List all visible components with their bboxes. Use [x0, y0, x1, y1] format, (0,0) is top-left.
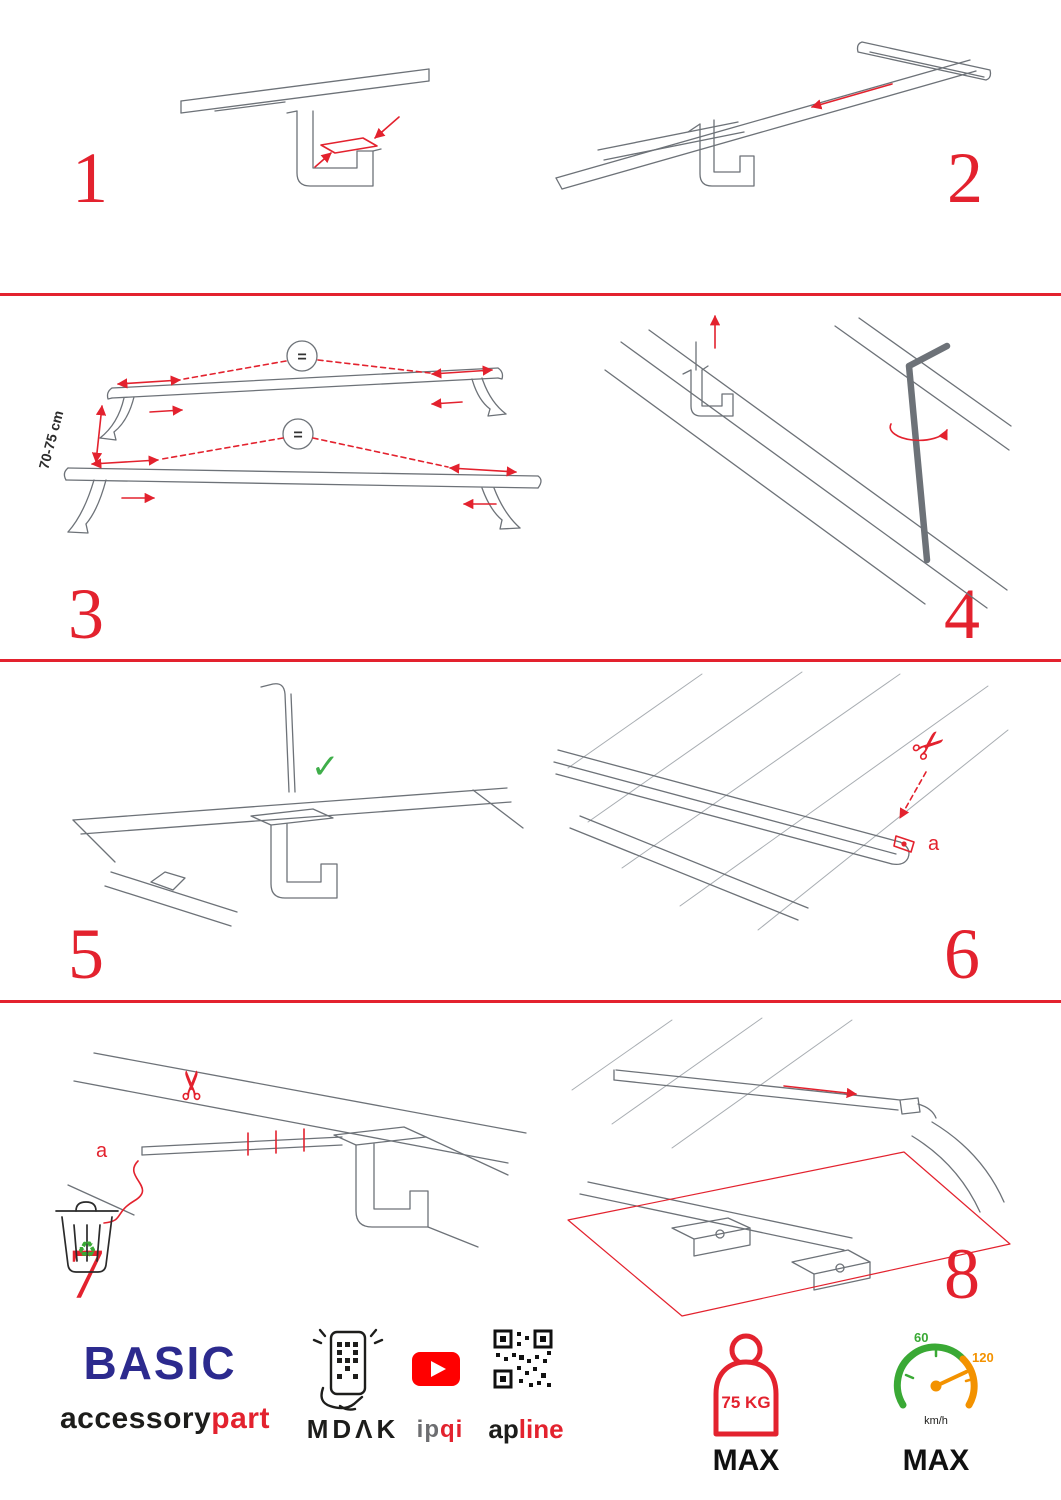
dimension-arrows	[90, 359, 518, 510]
speedometer-icon: 60 120 km/h	[884, 1326, 994, 1438]
brand-subtitle-black: accessory	[60, 1402, 212, 1435]
tighten-arrows	[709, 314, 948, 442]
apline-black: ap	[488, 1414, 519, 1444]
cut-label-a: a	[928, 833, 940, 855]
equal-badge-front	[282, 418, 314, 450]
step-5-illustration: ✓	[55, 672, 525, 944]
step-3-number: 3	[68, 574, 104, 654]
partner-mdak-label: MDΛK	[306, 1414, 400, 1444]
roof-ribs	[571, 1017, 853, 1149]
step-1-number: 1	[72, 138, 108, 218]
brand-logo: BASIC	[83, 1337, 237, 1389]
trash-bin-icon	[55, 1201, 119, 1273]
cut-annotation	[893, 771, 927, 853]
step-6-number: 6	[944, 914, 980, 994]
step-2-illustration	[540, 28, 1010, 218]
ipqi-gray: ip	[416, 1416, 440, 1443]
scissors-icon: ✂	[170, 1068, 216, 1102]
youtube-icon	[412, 1352, 460, 1386]
roof-ribs	[567, 671, 1009, 931]
bar-distance-label: 70-75 cm	[35, 409, 66, 471]
step-3-illustration: = = 70-75 cm	[30, 318, 545, 573]
cut-label-a: a	[96, 1140, 108, 1162]
pad-annotation	[314, 116, 400, 168]
bar-cut-drawing	[553, 749, 910, 921]
check-icon: ✓	[311, 747, 340, 787]
section-divider-3	[0, 1000, 1061, 1003]
allen-key	[905, 342, 951, 564]
crossbars-drawing	[63, 367, 542, 534]
step-8-number: 8	[944, 1234, 980, 1314]
slide-arrow	[811, 83, 893, 110]
equal-sign-front: =	[293, 427, 302, 444]
door-frame-drawing	[180, 68, 430, 187]
final-assembly-drawing	[579, 1069, 1005, 1291]
ipqi-red: qi	[440, 1416, 464, 1443]
speed-high-label: 120	[972, 1350, 994, 1365]
speed-low-label: 60	[914, 1330, 928, 1345]
section-divider-1	[0, 293, 1061, 296]
scissors-icon: ✂	[902, 718, 957, 775]
step-2-number: 2	[947, 138, 983, 218]
weight-value: 75 KG	[721, 1393, 770, 1412]
strip-cut-drawing	[67, 1052, 527, 1248]
recycle-icon: ♻	[77, 1238, 97, 1263]
partner-apline-label: apline	[478, 1414, 574, 1445]
section-divider-2	[0, 659, 1061, 662]
bar-endcap-drawing	[555, 41, 992, 190]
weight-max-label: MAX	[712, 1444, 780, 1477]
partner-ipqi-label: ipqi	[400, 1416, 480, 1444]
step-5-number: 5	[68, 914, 104, 994]
speed-max-label: MAX	[902, 1444, 970, 1477]
clamp-check-drawing	[72, 683, 524, 927]
weight-icon: 75 KG	[698, 1322, 794, 1442]
brand-subtitle-red: part	[211, 1402, 270, 1435]
apline-red: line	[518, 1414, 564, 1444]
equal-sign-rear: =	[297, 349, 306, 366]
tighten-drawing	[604, 317, 1012, 609]
cut-marks	[103, 1128, 305, 1224]
phone-qr-icon	[310, 1326, 384, 1412]
step-1-illustration	[175, 55, 435, 240]
step-4-illustration	[595, 308, 1015, 643]
highlight-region	[567, 1085, 1011, 1317]
step-6-illustration: ✂ a	[552, 668, 1014, 968]
brand-subtitle: accessorypart	[60, 1402, 270, 1436]
speed-unit-label: km/h	[924, 1415, 948, 1427]
step-7-illustration: ✂ a ♻	[38, 1015, 543, 1300]
step-8-illustration	[552, 1012, 1024, 1322]
qr-code-icon	[492, 1328, 554, 1390]
equal-badge-rear	[286, 340, 318, 372]
